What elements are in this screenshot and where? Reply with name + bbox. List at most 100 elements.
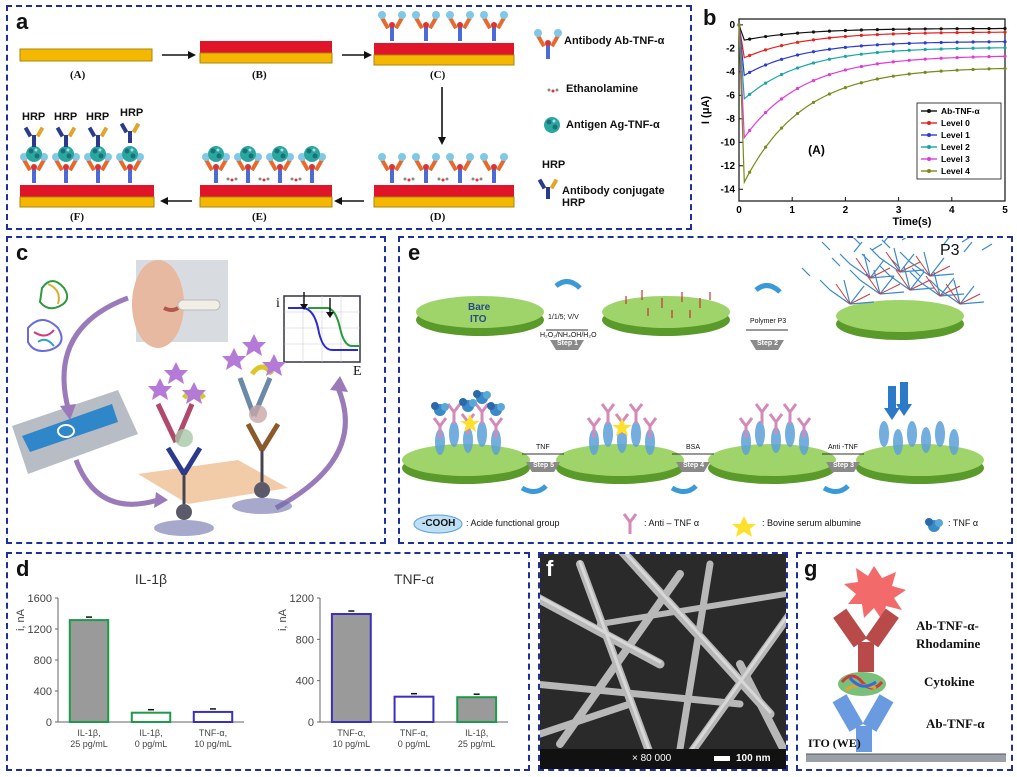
chart-b-legend-marker (927, 169, 931, 173)
chart-b-point (779, 33, 784, 37)
chart-b-series-line (738, 24, 1005, 140)
chart-b-legend-label: Ab-TNF-α (941, 106, 981, 116)
legend-tnf: : TNF α (948, 518, 979, 528)
chart-b-xtick-label: 5 (1002, 205, 1008, 216)
chart-b-point (748, 70, 752, 75)
chart-b-point (907, 41, 911, 45)
chart-b-point (779, 57, 784, 61)
chart-b-ytick-label: -12 (721, 161, 736, 172)
cytokine-icon (838, 672, 886, 696)
chart-b-point (987, 55, 991, 59)
chart-d-ytick-label: 400 (34, 686, 52, 698)
chart-b-point (827, 92, 832, 96)
step4-label: Step 4 (683, 462, 705, 469)
chart-b-point (859, 28, 863, 32)
step-1-block (550, 340, 584, 350)
chart-b-point (811, 100, 816, 105)
chart-d-category-label: TNF-α, (337, 728, 365, 738)
chart-d-bar (130, 711, 172, 723)
chart-b-legend-label: Level 0 (941, 118, 970, 128)
chart-b-legend-label: Level 1 (941, 130, 970, 140)
chart-b-point (795, 53, 800, 57)
chart-b-point (939, 27, 943, 31)
panel-a: a (6, 5, 692, 230)
chart-b-point (907, 31, 911, 36)
chart-b-point (875, 62, 879, 66)
step5-label: Step 5 (533, 462, 555, 469)
chart-b-point (795, 31, 800, 35)
chart-b-point (955, 27, 959, 31)
panel-d-label: d (16, 556, 30, 581)
chart-b-point (923, 47, 927, 52)
chart-b-point (764, 110, 768, 115)
p3-label: P3 (940, 242, 960, 259)
chart-b-point (923, 57, 927, 61)
panel-g-diagram (806, 566, 1006, 762)
chart-b-point (923, 41, 927, 45)
chart-d-category-label: TNF-α, (400, 728, 428, 738)
chart-d-ytick-label: 0 (46, 717, 52, 729)
chart-b-point (875, 77, 879, 81)
hrp-tag-4: HRP (120, 107, 144, 119)
chart-b-point (843, 34, 847, 39)
chart-b-point (795, 86, 800, 91)
step3-top: Anti -TNF (828, 444, 858, 451)
chart-b-point (764, 34, 768, 39)
step1-label: Step 1 (557, 340, 579, 347)
hrp-tag-2: HRP (54, 111, 78, 123)
chart-b-legend-marker (927, 121, 931, 125)
chart-d-ytick-label: 0 (308, 717, 314, 729)
chart-d-category-label: TNF-α, (199, 728, 227, 738)
chart-b-ytick-label: -14 (721, 184, 736, 195)
chart-b-point (811, 61, 816, 65)
panel-f-label: f (546, 556, 554, 581)
step-label-d: (D) (430, 211, 446, 223)
chart-b-point (939, 69, 943, 73)
hrp-tag-3: HRP (86, 111, 110, 123)
legend-cooh-desc: : Acide functional group (466, 518, 560, 528)
electrode-assembly (138, 334, 292, 536)
chart-b-point (859, 44, 863, 48)
chart-b-point (737, 23, 741, 27)
chart-b-point (843, 28, 847, 33)
panel-g-label: g (804, 556, 818, 581)
chart-b-point (811, 38, 816, 42)
chart-b-point (859, 64, 863, 69)
rhodamine-icon (844, 566, 906, 620)
inset-axis-i: i (276, 296, 280, 311)
bare-ito-1: Bare (468, 302, 491, 313)
chart-b-point (843, 68, 847, 72)
step2-top: Polymer P3 (750, 318, 787, 325)
chart-b-point (923, 70, 927, 74)
step1-top-1: 1/1/5; V/V (548, 314, 579, 321)
chart-b-xtick-label: 2 (843, 205, 849, 216)
chart-b-point (748, 170, 752, 174)
chart-b-point (971, 40, 975, 44)
step1-top-2: H₂O₂/NH₄OH/H₂O (540, 332, 597, 339)
chart-b-legend-marker (927, 145, 931, 149)
chart-b-ytick-label: -10 (721, 137, 736, 148)
chart-b-point (811, 30, 816, 34)
step-label-b: (B) (252, 69, 267, 81)
legend-anti-tnf: : Anti – TNF α (644, 518, 700, 528)
chart-b-point (987, 40, 991, 44)
chart-d-ylabel: i, nA (277, 608, 289, 631)
chart-b-point (764, 48, 768, 52)
chart-d-bar (393, 695, 435, 723)
chart-d-bar (192, 710, 234, 724)
panel-g: g Ab-TNF-α- Rhodamine Cytokine Ab-TNF-α … (796, 552, 1013, 771)
chart-d-category-label: 10 pg/mL (333, 739, 371, 749)
chart-d-ytick-label: 1200 (290, 593, 314, 605)
chart-b-point (971, 55, 975, 59)
ab-tnf-icon (832, 694, 894, 752)
chart-b-point (843, 85, 847, 90)
chart-b-xlabel: Time(s) (893, 216, 932, 228)
chart-b-point (779, 43, 784, 48)
chart-b-point (891, 42, 895, 46)
step-label-e: (E) (252, 211, 267, 223)
step3-label: Step 3 (833, 462, 855, 469)
panel-e-diagram (402, 238, 993, 537)
step-2-block (750, 340, 784, 350)
panel-c-diagram (12, 260, 361, 536)
